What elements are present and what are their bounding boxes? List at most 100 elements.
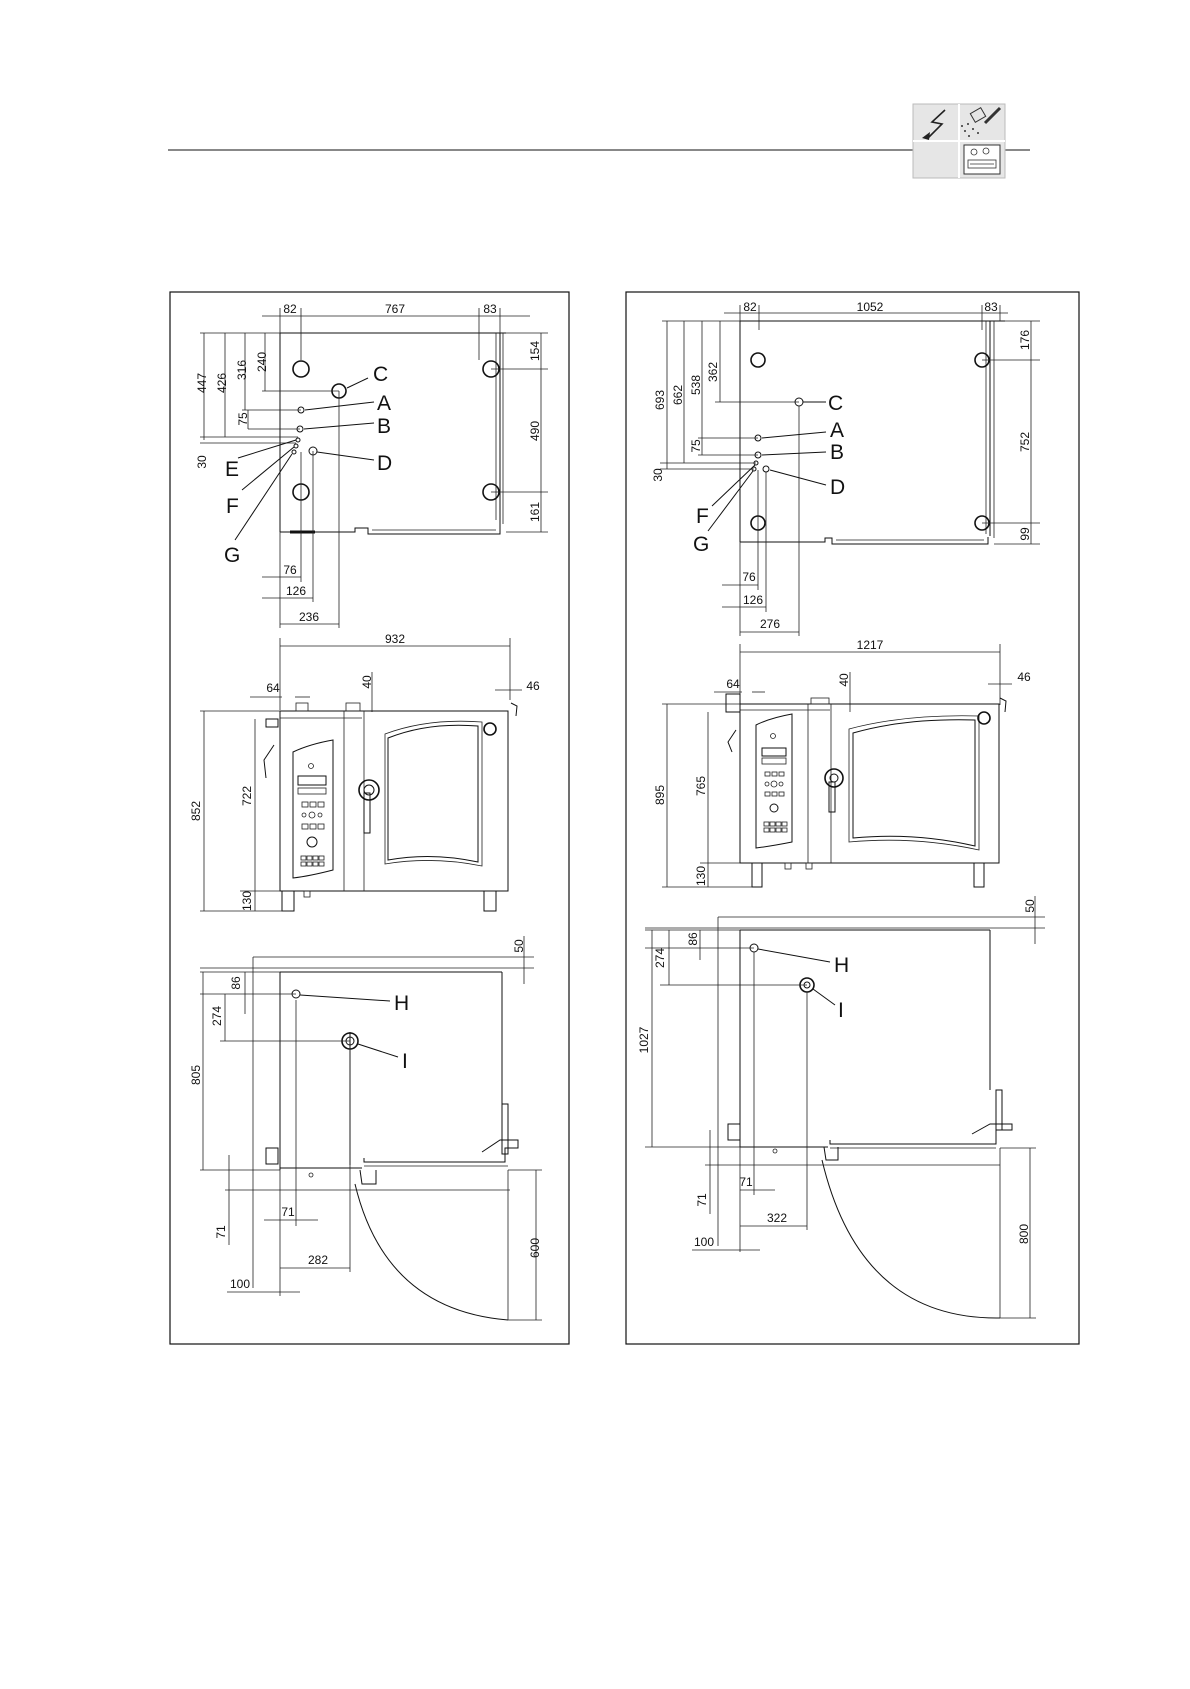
- left-connection-G: [292, 450, 296, 454]
- dim-text: 693: [653, 390, 667, 410]
- left-top-view: 82 767 83 447 426 316 240 75 30 154 490 …: [195, 302, 548, 628]
- oven-icon: [964, 145, 1000, 174]
- dim-text: 161: [528, 502, 542, 522]
- dim-text: 40: [360, 675, 374, 689]
- dim-text: 895: [653, 785, 667, 805]
- dim-text: 30: [195, 455, 209, 469]
- dim-text: 722: [240, 786, 254, 806]
- right-connection-D: [763, 466, 769, 472]
- connection-label-C: C: [373, 363, 388, 386]
- dim-text: 130: [694, 866, 708, 886]
- dim-text: 75: [236, 412, 250, 426]
- connection-label-D: D: [377, 452, 392, 475]
- dim-text: 64: [726, 677, 740, 691]
- left-connection-E: [296, 438, 300, 442]
- dim-text: 362: [706, 362, 720, 382]
- dim-text: 240: [255, 352, 269, 372]
- dim-text: 50: [512, 939, 526, 953]
- dim-text: 852: [189, 801, 203, 821]
- dim-text: 322: [767, 1211, 787, 1225]
- dim-text: 82: [283, 302, 297, 316]
- dim-text: 40: [837, 673, 851, 687]
- dim-text: 276: [760, 617, 780, 631]
- dim-text: 82: [743, 300, 757, 314]
- connection-label-H: H: [394, 992, 409, 1015]
- right-front-view: 1217 64 40 46: [653, 638, 1031, 887]
- dim-text: 130: [240, 891, 254, 911]
- dim-text: 86: [686, 932, 700, 946]
- dim-text: 236: [299, 610, 319, 624]
- dim-text: 83: [483, 302, 497, 316]
- connection-label-H: H: [834, 954, 849, 977]
- connection-label-E: E: [225, 458, 239, 481]
- left-door-handle: [359, 780, 379, 800]
- connection-label-B: B: [830, 441, 844, 464]
- dim-text: 805: [189, 1065, 203, 1085]
- left-front-view: 932 64 40 46: [189, 632, 540, 911]
- dim-text: 282: [308, 1253, 328, 1267]
- dim-text: 274: [210, 1006, 224, 1026]
- dim-text: 126: [286, 584, 306, 598]
- connection-label-C: C: [828, 392, 843, 415]
- dim-text: 71: [281, 1205, 295, 1219]
- connection-label-A: A: [830, 419, 844, 442]
- dim-text: 1027: [637, 1026, 651, 1053]
- left-connection-F: [294, 444, 298, 448]
- dim-text: 316: [235, 360, 249, 380]
- connection-label-D: D: [830, 476, 845, 499]
- dim-text: 71: [695, 1193, 709, 1207]
- right-door-window: [853, 720, 975, 846]
- dim-text: 76: [283, 563, 297, 577]
- dim-text: 1052: [857, 300, 884, 314]
- dim-text: 1217: [857, 638, 884, 652]
- dim-text: 50: [1023, 899, 1037, 913]
- dim-text: 154: [528, 341, 542, 361]
- dim-text: 932: [385, 632, 405, 646]
- right-door-swing: [822, 1160, 1000, 1318]
- dim-text: 274: [653, 948, 667, 968]
- connection-label-A: A: [377, 392, 391, 415]
- right-top-foot-1: [751, 353, 765, 367]
- left-door-swing: [355, 1184, 508, 1320]
- connection-label-F: F: [696, 505, 709, 528]
- dim-text: 71: [739, 1175, 753, 1189]
- dim-text: 64: [266, 681, 280, 695]
- connection-label-F: F: [226, 495, 239, 518]
- left-top-foot-1: [293, 361, 309, 377]
- header-icon-block: [913, 104, 1005, 178]
- dim-text: 447: [195, 373, 209, 393]
- dim-text: 538: [689, 375, 703, 395]
- right-top-view: 82 1052 83 693 662 538 362 75 30 176 752…: [651, 300, 1040, 636]
- dim-text: 30: [651, 468, 665, 482]
- right-side-view: 50 86 274 1027 71 71: [637, 896, 1045, 1318]
- dim-text: 752: [1018, 432, 1032, 452]
- dim-text: 46: [1017, 670, 1031, 684]
- dim-text: 71: [214, 1225, 228, 1239]
- dim-text: 83: [984, 300, 998, 314]
- left-side-view: 50 86 274 805 71 71: [189, 936, 542, 1320]
- dim-text: 800: [1017, 1224, 1031, 1244]
- dim-text: 100: [230, 1277, 250, 1291]
- dim-text: 76: [742, 570, 756, 584]
- left-door-window: [388, 725, 478, 862]
- dim-text: 490: [528, 421, 542, 441]
- dim-text: 765: [694, 776, 708, 796]
- dim-text: 75: [689, 439, 703, 453]
- dim-text: 126: [743, 593, 763, 607]
- dim-text: 600: [528, 1238, 542, 1258]
- dim-text: 46: [526, 679, 540, 693]
- connection-label-B: B: [377, 415, 391, 438]
- dim-text: 176: [1018, 330, 1032, 350]
- connection-label-I: I: [838, 999, 844, 1022]
- connection-label-G: G: [693, 533, 709, 556]
- dim-text: 662: [671, 385, 685, 405]
- dim-text: 767: [385, 302, 405, 316]
- right-door-handle: [825, 769, 843, 787]
- dim-text: 86: [229, 976, 243, 990]
- dim-text: 426: [215, 373, 229, 393]
- connection-label-I: I: [402, 1050, 408, 1073]
- dim-text: 100: [694, 1235, 714, 1249]
- dim-text: 99: [1018, 527, 1032, 541]
